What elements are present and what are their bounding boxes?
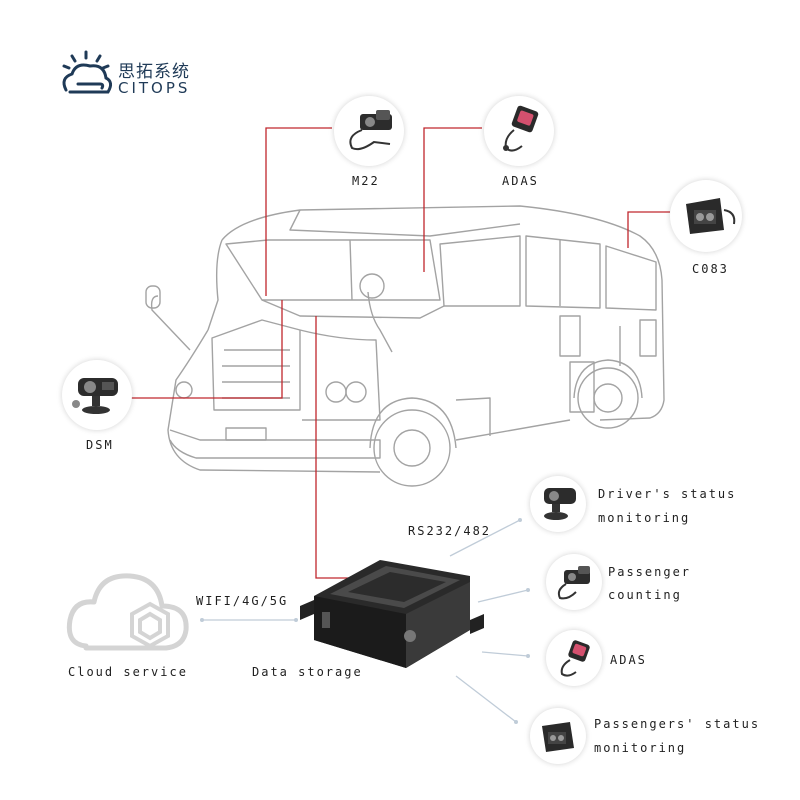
dsm-label: DSM (86, 438, 114, 452)
adas-label-top: ADAS (502, 174, 539, 188)
passenger-counting-label-line1: Passenger (608, 565, 692, 579)
adas-function-label: ADAS (610, 653, 647, 667)
passenger-counting-camera-icon (546, 554, 602, 610)
callout-line-adas (423, 127, 482, 272)
passenger-counting-label-line2: counting (608, 588, 682, 602)
link-storage-passenger (477, 589, 529, 603)
cloud-service-label: Cloud service (68, 665, 188, 679)
link-storage-passengers (455, 675, 517, 723)
m22-camera-icon (334, 96, 404, 166)
driver-status-camera-icon (530, 476, 586, 532)
callout-line-dsm (130, 300, 283, 399)
data-storage-label: Data storage (252, 665, 363, 679)
brand-name-en: CITOPS (118, 79, 191, 97)
c083-label: C083 (692, 262, 729, 276)
brand-name-cn: 思拓系统 (118, 62, 190, 82)
callout-line-m22 (265, 127, 332, 296)
driver-status-label-line2: monitoring (598, 511, 691, 525)
passengers-status-label-line2: monitoring (594, 741, 687, 755)
callout-line-c083 (627, 211, 670, 248)
link-storage-adas (481, 651, 529, 657)
dsm-camera-icon (62, 360, 132, 430)
c083-camera-icon (670, 180, 742, 252)
rs232-label: RS232/482 (408, 524, 492, 538)
passengers-status-label-line1: Passengers' status (594, 717, 761, 731)
callout-line-storage (315, 316, 354, 579)
passengers-status-camera-icon (530, 708, 586, 764)
wifi-label: WIFI/4G/5G (196, 594, 289, 608)
link-storage-driver (449, 519, 521, 557)
adas-camera-icon (484, 96, 554, 166)
adas-function-camera-icon (546, 630, 602, 686)
driver-status-label-line1: Driver's status (598, 487, 737, 501)
m22-label: M22 (352, 174, 380, 188)
